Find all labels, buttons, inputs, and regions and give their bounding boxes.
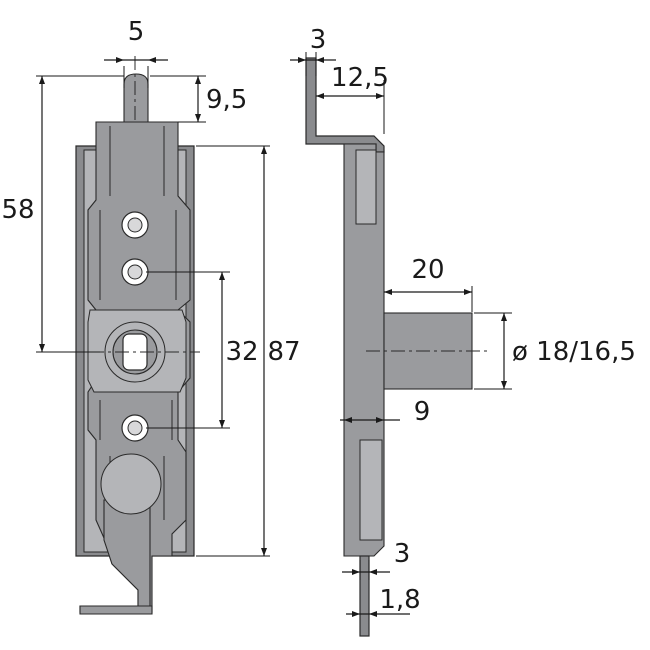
side-upright-strip <box>355 149 377 225</box>
front-top-pin <box>123 73 149 123</box>
dim-side-offset: 12,5 <box>331 63 389 93</box>
front-cam-round <box>100 453 162 515</box>
dim-hole-spacing: 32 <box>225 337 258 367</box>
front-hook-tip <box>79 605 153 615</box>
front-hole-2-inner <box>127 264 143 280</box>
dim-total-height: 87 <box>267 337 300 367</box>
dim-plate-thickness: 1,8 <box>379 585 420 615</box>
front-hole-1-inner <box>127 217 143 233</box>
arrowheads <box>39 57 507 617</box>
dim-top-width: 5 <box>128 17 145 47</box>
side-view <box>305 57 488 637</box>
dimension-lines <box>36 52 512 615</box>
dim-left-height: 58 <box>1 195 34 225</box>
dim-side-thickness: 3 <box>310 25 327 55</box>
side-bottom-tab <box>359 555 370 637</box>
front-hook <box>103 499 151 607</box>
dim-tip-height: 9,5 <box>206 85 247 115</box>
dim-pin-length: 20 <box>411 255 444 285</box>
side-lower-strip <box>359 439 383 541</box>
front-view <box>40 56 200 615</box>
dim-pin-offset: 9 <box>414 397 431 427</box>
dim-bottom-thickness: 3 <box>394 539 411 569</box>
front-hole-3-inner <box>127 420 143 436</box>
dim-pin-diameter: ø 18/16,5 <box>512 337 636 367</box>
